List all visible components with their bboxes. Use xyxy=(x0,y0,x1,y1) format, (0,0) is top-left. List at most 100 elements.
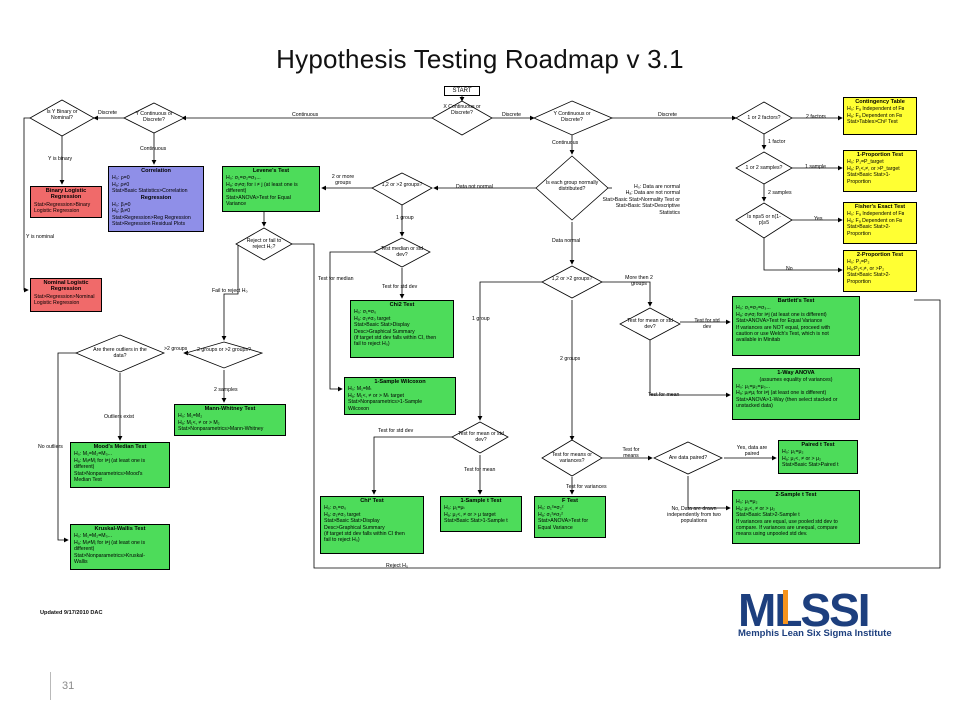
correlation-regression-box: Correlation H₀: ρ=0 Hₐ: ρ≠0 Stat>Basic S… xyxy=(108,166,204,232)
contingency-line: Stat>Tables>Chi² Test xyxy=(847,119,898,126)
one-proportion-box: 1-Proportion Test H₀: P₁=P_target Hₐ: P₁… xyxy=(843,150,917,192)
normality-line: Statistics xyxy=(659,209,680,216)
t2-line: means using unpooled std dev. xyxy=(736,531,808,538)
paired-t-line: Hₐ: μ₁<, ≠ or > μ₂ xyxy=(782,455,822,462)
correlation-line: H₀: ρ=0 xyxy=(112,175,130,182)
kruskal-wallis-box: Kruskal-Wallis Test H₀: M₁=M₂=M₃... Hₐ: … xyxy=(70,524,170,570)
anova-line: Hₐ: μᵢ≠μⱼ for i≠j (at least one is diffe… xyxy=(736,390,827,397)
wilcoxon-line: Hₐ: M₁<, ≠ or > Mₜ target xyxy=(348,392,404,399)
t1-line: Stat>Basic Stat>1-Sample t xyxy=(444,518,508,525)
decision-paired-text: Are data paired? xyxy=(668,455,708,461)
correlation-line: Hₐ: ρ≠0 xyxy=(112,181,130,188)
mann-line: H₀: M₁=M₂ xyxy=(178,413,203,420)
normality-test-note: H₀: Data are normal Hₐ: Data are not nor… xyxy=(592,184,680,216)
kruskal-line: different) xyxy=(74,546,95,553)
t1-title: 1-Sample t Test xyxy=(460,498,502,504)
decision-outliers xyxy=(74,334,166,373)
mann-whitney-box: Mann-Whitney Test H₀: M₁=M₂ Hₐ: M₁<, ≠ o… xyxy=(174,404,286,436)
mann-line: Stat>Nonparametrics>Mann-Whitney xyxy=(178,426,264,433)
kruskal-line: H₀: M₁=M₂=M₃... xyxy=(74,533,113,540)
chi2-top-line: (if target std dev falls within CI, then xyxy=(354,335,437,342)
anova-line: H₀: μ₁=μ₂=μ₃... xyxy=(736,383,771,390)
fisher-line: Stat>Basic Stat>2- xyxy=(847,224,891,231)
wilcoxon-line: Stat>Nonparametrics>1-Sample xyxy=(348,399,423,406)
prop2-title: 2-Proportion Test xyxy=(856,252,904,258)
label-two-samples-b: 2 samples xyxy=(214,387,238,393)
ftest-line: Hₐ: σ₁²≠σ₂² xyxy=(538,511,564,518)
t1-line: Hₐ: μ₁<, ≠ or > μ target xyxy=(444,511,496,518)
decision-mean-sd-left-text: Test for mean or std dev? xyxy=(458,431,504,444)
chi2-bottom-title: Chi² Test xyxy=(360,498,384,504)
mood-line: Stat>Nonparametrics>Mood's xyxy=(74,470,143,477)
chi2-top-line: Stat>Basic Stat>Display xyxy=(354,322,410,329)
prop1-title: 1-Proportion Test xyxy=(856,152,904,158)
binary-logistic-title: Binary Logistic Regression xyxy=(45,188,87,201)
decision-median-sd-text: Test median or std dev? xyxy=(380,246,424,259)
label-discrete-left: Discrete xyxy=(98,110,118,116)
label-one-group-mid: 1 group xyxy=(472,316,490,322)
decision-x-continuous-discrete xyxy=(431,100,493,136)
two-proportion-box: 2-Proportion Test H₀: P₁=P₂ Hₐ:P₁<,≠, or… xyxy=(843,250,917,292)
decision-groups-2 xyxy=(184,341,264,369)
t2-line: H₀: μ₁=μ₂ xyxy=(736,499,758,506)
chi2-top-line: H₀: σ₁=σ₀ xyxy=(354,309,377,316)
decision-y-continuous-discrete-right-text: Y Continuous or Discrete? xyxy=(553,111,591,124)
label-outliers-exist: Outliers exist xyxy=(104,414,134,420)
binary-logistic-line: Logistic Regression xyxy=(34,208,80,215)
decision-factors-text: 1 or 2 factors? xyxy=(747,115,781,121)
label-yes: Yes xyxy=(814,216,823,222)
label-one-factor: 1 factor xyxy=(768,139,786,145)
fishers-exact-box: Fisher's Exact Test H₀: Fₐ Independent o… xyxy=(843,202,917,244)
bartletts-test-box: Bartlett's Test H₀: σ₁=σ₂=σ₃... Hₐ: σᵢ≠σ… xyxy=(732,296,860,356)
label-gt2-groups: >2 groups xyxy=(164,346,188,352)
prop1-line: H₀: P₁=P_target xyxy=(847,159,884,166)
nominal-logistic-box: Nominal Logistic Regression Stat>Regress… xyxy=(30,278,102,312)
start-terminal: START xyxy=(444,86,480,96)
nominal-logistic-title: Nominal Logistic Regression xyxy=(43,280,89,293)
contingency-line: H₀: Fₐ Independent of Fʙ xyxy=(847,106,905,113)
t2-line: If variances are equal, use pooled std d… xyxy=(736,518,838,525)
label-yes-paired: Yes, data are paired xyxy=(736,445,768,457)
chi2-bottom-line: fail to reject H₀) xyxy=(324,537,360,544)
decision-means-variances-text: Test for means or variances? xyxy=(551,452,593,465)
regression-title: Regression xyxy=(140,194,172,201)
bartlett-line: H₀: σ₁=σ₂=σ₃... xyxy=(736,305,771,312)
label-y-binary: Y is binary xyxy=(48,156,73,162)
decision-y-continuous-discrete-left-text: Y Continuous or Discrete? xyxy=(135,111,173,124)
label-one-sample: 1 sample xyxy=(805,164,827,170)
fisher-line: H₀: Fₐ Independent of Fʙ xyxy=(847,211,905,218)
one-sample-wilcoxon-box: 1-Sample Wilcoxon H₀: M₁=Mₜ Hₐ: M₁<, ≠ o… xyxy=(344,377,456,415)
binary-logistic-line: Stat>Regression>Binary xyxy=(34,201,91,208)
levene-line: H₀: σ₁=σ₂=σ₃... xyxy=(226,175,261,182)
t2-line: Hₐ: μ₁<, ≠ or > μ₂ xyxy=(736,505,776,512)
chi2-test-top-box: Chi2 Test H₀: σ₁=σ₀ Hₐ: σ₁≠σ₀ target Sta… xyxy=(350,300,454,358)
ftest-line: Equal Variance xyxy=(538,524,573,531)
mood-line: Hₐ: Mᵢ≠Mⱼ for i≠j (at least one is xyxy=(74,457,146,464)
chi2-test-bottom-box: Chi² Test H₀: σ₁=σ₀ Hₐ: σ₁≠σ₀ target Sta… xyxy=(320,496,424,554)
decision-factors xyxy=(735,101,793,135)
prop1-line: Hₐ: P₁<,≠, or >P_target xyxy=(847,165,900,172)
chi2-top-line: fail to reject H₀) xyxy=(354,341,390,348)
levene-line: Stat>ANOVA>Test for Equal xyxy=(226,194,291,201)
wilcoxon-title: 1-Sample Wilcoxon xyxy=(374,379,426,385)
t2-title: 2-Sample t Test xyxy=(775,492,817,498)
fisher-line: Proportion xyxy=(847,230,871,237)
bartlett-title: Bartlett's Test xyxy=(777,298,815,304)
correlation-title: Correlation xyxy=(141,168,171,174)
label-test-for-std-dev-left: Test for std dev xyxy=(378,428,414,434)
chi2-bottom-line: H₀: σ₁=σ₀ xyxy=(324,505,347,512)
label-test-for-mean-left: Test for mean xyxy=(464,467,496,473)
nominal-logistic-line: Stat>Regression>Nominal xyxy=(34,293,95,300)
two-sample-t-box: 2-Sample t Test H₀: μ₁=μ₂ Hₐ: μ₁<, ≠ or … xyxy=(732,490,860,544)
anova-line: Stat>ANOVA>1-Way (then select stacked or xyxy=(736,396,838,403)
decision-samples xyxy=(735,151,793,185)
prop2-line: Hₐ:P₁<,≠, or >P₂ xyxy=(847,265,885,272)
label-two-samples: 2 samples xyxy=(768,190,792,196)
correlation-line: H₀: βᵢ=0 xyxy=(112,202,131,209)
t2-line: compare. If variances are unequal, compa… xyxy=(736,525,838,532)
anova-line: unstacked data) xyxy=(736,403,773,410)
decision-paired xyxy=(653,441,723,475)
correlation-line: Stat>Regression Residual Plots xyxy=(112,221,186,228)
wilcoxon-line: H₀: M₁=Mₜ xyxy=(348,386,372,393)
kruskal-title: Kruskal-Wallis Test xyxy=(94,526,146,532)
